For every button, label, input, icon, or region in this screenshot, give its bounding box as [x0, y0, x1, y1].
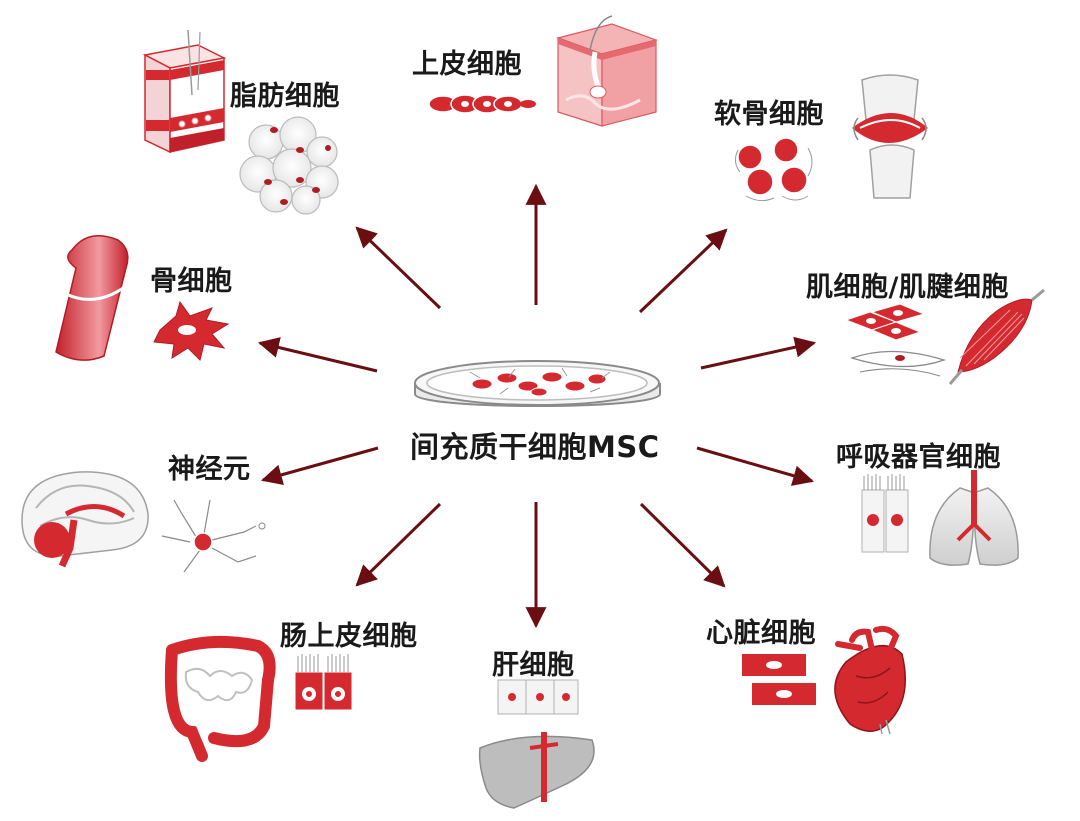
bone-icon — [55, 235, 129, 361]
center-label-msc: 间充质干细胞MSC — [410, 430, 660, 464]
muscle-tendon-icon — [948, 288, 1045, 385]
osteocyte-cell-icon — [153, 300, 230, 361]
airway-cells-icon — [861, 474, 909, 553]
label-hepatocyte: 肝细胞 — [492, 650, 575, 681]
label-neuron: 神经元 — [168, 454, 251, 485]
arrow-to-muscle — [700, 336, 817, 370]
muscle-cells-icon — [844, 303, 946, 377]
arrow-to-chondrocyte — [638, 228, 728, 314]
label-osteocyte: 骨细胞 — [150, 266, 233, 297]
label-intestinal: 肠上皮细胞 — [280, 621, 418, 652]
arrow-to-osteocyte — [257, 337, 378, 373]
cartilage-cells-icon — [734, 137, 813, 202]
arrow-to-adipocyte — [355, 226, 442, 310]
knee-joint-icon — [852, 74, 928, 199]
arrow-to-intestinal — [355, 502, 442, 587]
arrow-to-respiratory — [696, 446, 815, 486]
label-cardiomyocyte: 心脏细胞 — [706, 618, 816, 649]
cardiomyocytes-icon — [742, 654, 816, 705]
brain-icon — [21, 471, 149, 568]
label-epithelial: 上皮细胞 — [412, 49, 522, 80]
arrow-to-cardiomyocyte — [639, 502, 726, 588]
heart-icon — [834, 625, 906, 735]
label-respiratory: 呼吸器官细胞 — [836, 442, 1001, 473]
hepatocytes-icon — [497, 679, 579, 715]
skin-tissue-block-icon — [555, 15, 659, 127]
label-muscle-tendon: 肌细胞/肌腱细胞 — [806, 272, 1009, 303]
neuron-cell-icon — [161, 499, 266, 573]
lungs-icon — [929, 470, 1019, 566]
label-adipocyte: 脂肪细胞 — [230, 81, 340, 112]
intestinal-cells-icon — [294, 654, 353, 711]
arrow-to-neuron — [260, 446, 379, 486]
fat-cells-cluster-icon — [239, 116, 339, 215]
liver-icon — [478, 732, 595, 809]
adipose-tissue-block-icon — [142, 29, 227, 154]
petri-dish-icon — [414, 360, 661, 407]
label-chondrocyte: 软骨细胞 — [714, 99, 824, 130]
intestine-icon — [164, 635, 276, 762]
epithelial-cells-icon — [428, 94, 536, 114]
arrows — [257, 183, 817, 629]
